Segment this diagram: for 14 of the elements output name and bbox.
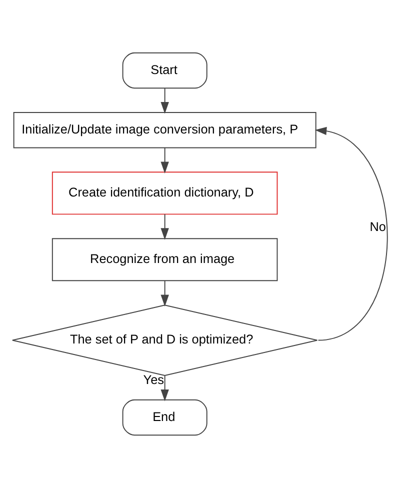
arrow [160,147,169,174]
arrow [160,214,169,240]
node-box: End [122,399,208,436]
node-diamond: The set of P and D is optimized? [12,304,318,376]
node-box: Create identification dictionary, D [52,172,278,215]
node-box: Recognize from an image [52,238,278,282]
arrow [160,88,169,114]
arrow [160,375,169,402]
arrow [160,280,169,307]
arrow [314,126,388,341]
node-box: Initialize/Update image conversion parameters, P [13,112,316,148]
node-box: Start [122,52,208,89]
edge-label: Yes [143,373,164,388]
edge-label: No [370,220,386,234]
